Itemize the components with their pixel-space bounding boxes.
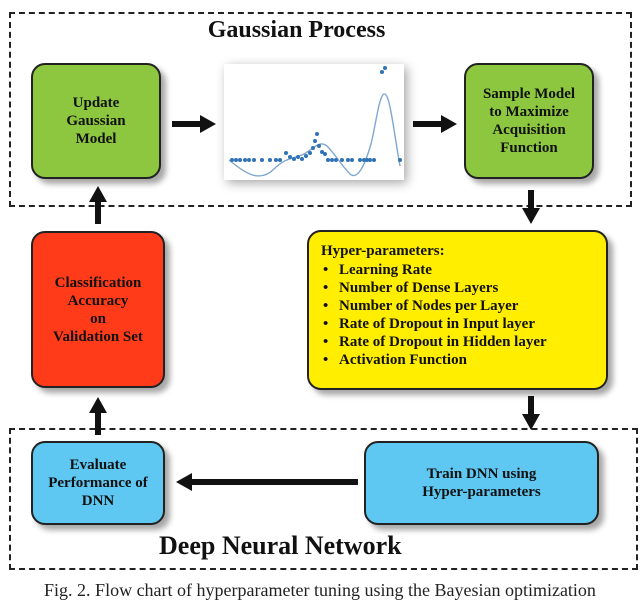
deep-neural-network-title: Deep Neural Network [159,531,402,560]
hyper-parameters-box: Hyper-parameters: Learning Rate Number o… [307,230,608,390]
gp-sample-point [383,66,387,70]
gp-sample-point [358,158,362,162]
classification-accuracy-box: Classification Accuracy on Validation Se… [31,231,165,388]
gp-sample-point [368,158,372,162]
update-gaussian-model-box: Update Gaussian Model [31,63,161,179]
gp-sample-point [278,158,282,162]
gp-sample-point [346,158,350,162]
sample-model-box: Sample Model to Maximize Acquisition Fun… [464,63,594,179]
gaussian-process-plot-graphic [228,66,402,177]
arrow-accuracy-to-update [89,186,107,224]
gp-sample-point [238,158,242,162]
gp-sample-point [323,152,327,156]
gp-sample-point [398,158,402,162]
deep-neural-network-region [9,428,638,570]
figure-caption: Fig. 2. Flow chart of hyperparameter tun… [44,580,596,600]
gp-sample-point [362,158,366,162]
gp-sample-point [234,158,238,162]
hyper-parameters-title: Hyper-parameters: [321,243,445,259]
gp-sample-point [247,158,251,162]
hyper-item-dropout-hidden: Rate of Dropout in Hidden layer [321,333,596,351]
hyper-item-learning-rate: Learning Rate [321,261,596,279]
gp-sample-point [274,158,278,162]
hyper-item-dropout-input: Rate of Dropout in Input layer [321,315,596,333]
gp-sample-point [317,144,321,148]
gp-sample-points [230,66,402,162]
gp-sample-point [311,146,315,150]
gp-sample-point [330,158,334,162]
gp-sample-point [304,154,308,158]
gp-sample-point [284,151,288,155]
gp-sample-point [300,157,304,161]
gp-sample-point [334,158,338,162]
gp-sample-point [260,158,264,162]
gaussian-process-plot [224,64,404,180]
gaussian-process-region [9,12,632,207]
gp-sample-point [308,151,312,155]
gp-sample-point [288,155,292,159]
gp-sample-point [230,158,234,162]
arrow-hyper-to-train [522,396,540,430]
gp-sample-point [296,155,300,159]
gp-sample-point [320,150,324,154]
arrow-sample-to-hyper [522,190,540,224]
arrow-evaluate-to-accuracy [89,397,107,435]
gp-sample-point [365,158,369,162]
gp-sample-point [372,158,376,162]
gp-sample-point [243,158,247,162]
gp-sample-point [292,157,296,161]
hyper-item-nodes-per-layer: Number of Nodes per Layer [321,297,596,315]
train-dnn-box: Train DNN using Hyper-parameters [364,441,599,525]
arrow-plot-to-sample [413,115,457,133]
gp-sample-point [315,132,319,136]
hyper-parameters-list: Learning Rate Number of Dense Layers Num… [321,261,596,369]
hyper-item-dense-layers: Number of Dense Layers [321,279,596,297]
gp-sample-point [252,158,256,162]
gp-sample-point [340,158,344,162]
gp-sample-point [313,139,317,143]
gp-sample-point [380,70,384,74]
evaluate-performance-box: Evaluate Performance of DNN [31,441,165,525]
gaussian-process-title: Gaussian Process [207,17,386,43]
hyper-item-activation: Activation Function [321,351,596,369]
gp-sample-point [326,158,330,162]
gp-mean-curve [228,93,401,177]
gp-sample-point [268,158,272,162]
arrow-train-to-evaluate [176,473,358,491]
arrow-update-to-plot [172,115,216,133]
gp-sample-point [350,158,354,162]
